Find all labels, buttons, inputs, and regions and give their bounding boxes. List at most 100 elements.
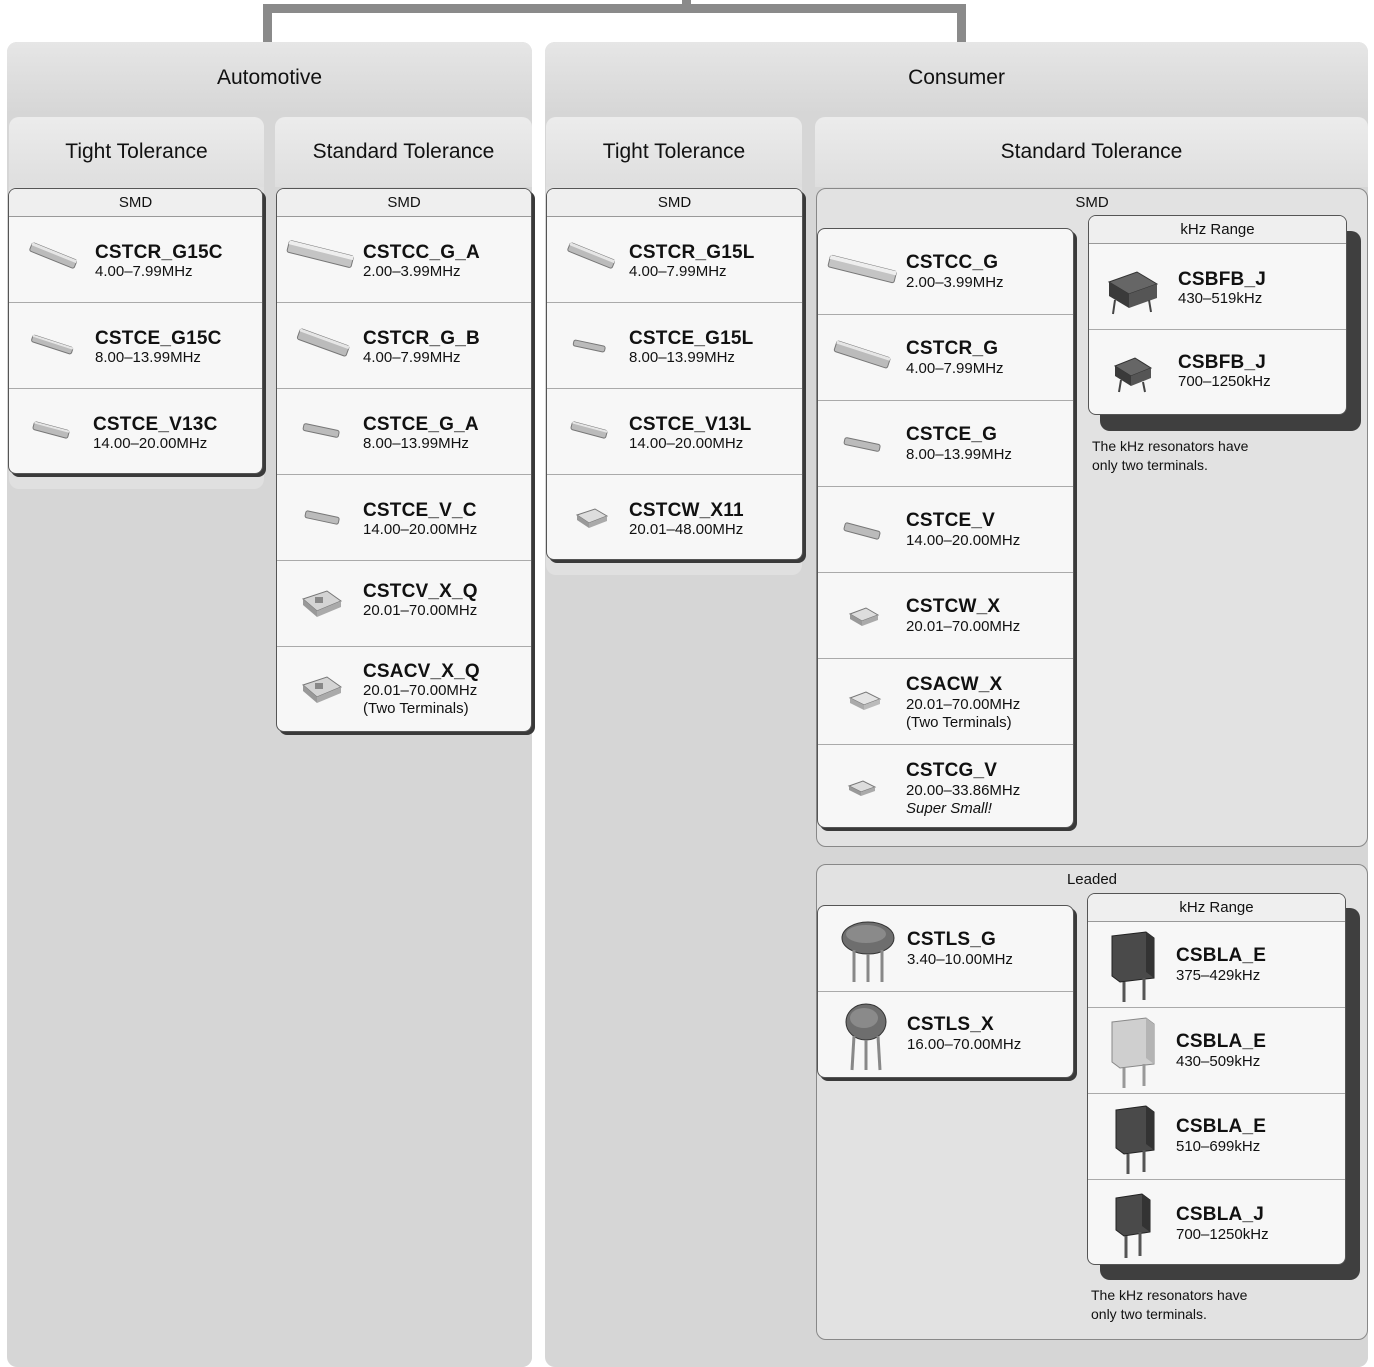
smd-chip-icon bbox=[847, 780, 877, 796]
product-row[interactable]: CSTCR_G15C 4.00–7.99MHz bbox=[9, 217, 262, 303]
product-name: CSACV_X_Q bbox=[363, 661, 480, 682]
tree-connector-right bbox=[957, 4, 966, 42]
smd-resonator-icon bbox=[843, 437, 881, 452]
product-note: (Two Terminals) bbox=[906, 714, 1012, 731]
product-frequency: 20.01–70.00MHz bbox=[363, 682, 478, 699]
consumer-tight-smd-card: SMD CSTCR_G15L 4.00–7.99MHz CSTCE_G15L 8… bbox=[546, 188, 803, 560]
automotive-standard-title: Standard Tolerance bbox=[312, 140, 495, 163]
product-frequency: 14.00–20.00MHz bbox=[93, 435, 208, 452]
smd-label: SMD bbox=[547, 189, 802, 217]
product-name: CSTCG_V bbox=[906, 760, 998, 781]
smd-resonator-icon bbox=[286, 240, 354, 268]
product-row[interactable]: CSTCE_V13C 14.00–20.00MHz bbox=[9, 389, 262, 473]
product-row[interactable]: CSTCC_G 2.00–3.99MHz bbox=[818, 229, 1073, 315]
product-row[interactable]: CSTCE_G_A 8.00–13.99MHz bbox=[277, 389, 531, 475]
smd-resonator-icon bbox=[570, 421, 608, 439]
product-frequency: 510–699kHz bbox=[1176, 1138, 1261, 1155]
tree-connector-left bbox=[263, 4, 272, 42]
product-name: CSBFB_J bbox=[1178, 352, 1266, 373]
consumer-standard-smd-card: CSTCC_G 2.00–3.99MHz CSTCR_G 4.00–7.99MH… bbox=[817, 228, 1074, 828]
product-row[interactable]: CSTCW_X11 20.01–48.00MHz bbox=[547, 475, 802, 559]
product-row[interactable]: CSTLS_G 3.40–10.00MHz bbox=[818, 906, 1073, 992]
khz-note: The kHz resonators have only two termina… bbox=[1091, 1286, 1247, 1324]
product-name: CSTCC_G bbox=[906, 252, 999, 273]
product-name: CSTCC_G_A bbox=[363, 242, 480, 263]
smd-resonator-icon bbox=[302, 423, 340, 438]
product-row[interactable]: CSTCE_V 14.00–20.00MHz bbox=[818, 487, 1073, 573]
product-row[interactable]: CSTCE_G15C 8.00–13.99MHz bbox=[9, 303, 262, 389]
product-name: CSTCE_V13C bbox=[93, 414, 218, 435]
automotive-tight-header: Tight Tolerance bbox=[9, 117, 264, 187]
product-row[interactable]: CSTCE_G15L 8.00–13.99MHz bbox=[547, 303, 802, 389]
leaded-resonator-icon bbox=[845, 1003, 887, 1071]
product-frequency: 2.00–3.99MHz bbox=[363, 263, 461, 280]
product-row[interactable]: CSTCG_V 20.00–33.86MHz Super Small! bbox=[818, 745, 1073, 827]
khz-range-label: kHz Range bbox=[1089, 216, 1346, 244]
product-frequency: 8.00–13.99MHz bbox=[906, 446, 1012, 463]
product-frequency: 14.00–20.00MHz bbox=[629, 435, 744, 452]
automotive-title: Automotive bbox=[216, 66, 323, 89]
product-frequency: 8.00–13.99MHz bbox=[363, 435, 469, 452]
automotive-tight-title: Tight Tolerance bbox=[65, 140, 208, 163]
product-row[interactable]: CSBLA_E 510–699kHz bbox=[1088, 1094, 1345, 1180]
product-frequency: 430–509kHz bbox=[1176, 1053, 1261, 1070]
product-row[interactable]: CSTCE_V13L 14.00–20.00MHz bbox=[547, 389, 802, 475]
product-name: CSTCR_G bbox=[906, 338, 999, 359]
product-row[interactable]: CSBLA_E 375–429kHz bbox=[1088, 922, 1345, 1008]
product-name: CSBLA_E bbox=[1176, 1116, 1267, 1137]
product-row[interactable]: CSBFB_J 430–519kHz bbox=[1089, 244, 1346, 330]
product-row[interactable]: CSTCC_G_A 2.00–3.99MHz bbox=[277, 217, 531, 303]
product-row[interactable]: CSTCR_G_B 4.00–7.99MHz bbox=[277, 303, 531, 389]
product-row[interactable]: CSACV_X_Q 20.01–70.00MHz (Two Terminals) bbox=[277, 647, 531, 731]
product-note: (Two Terminals) bbox=[363, 700, 469, 717]
khz-smd-resonator-icon bbox=[1113, 357, 1153, 393]
product-frequency: 16.00–70.00MHz bbox=[907, 1036, 1022, 1053]
product-row[interactable]: CSTCE_V_C 14.00–20.00MHz bbox=[277, 475, 531, 561]
product-frequency: 20.01–70.00MHz bbox=[363, 602, 478, 619]
product-row[interactable]: CSBLA_J 700–1250kHz bbox=[1088, 1180, 1345, 1264]
khz-leaded-resonator-icon bbox=[1111, 1017, 1155, 1088]
product-row[interactable]: CSBFB_J 700–1250kHz bbox=[1089, 330, 1346, 414]
product-name: CSACW_X bbox=[906, 674, 1003, 695]
smd-resonator-icon bbox=[32, 421, 70, 439]
smd-resonator-icon bbox=[304, 510, 340, 525]
product-frequency: 375–429kHz bbox=[1176, 967, 1261, 984]
product-row[interactable]: CSBLA_E 430–509kHz bbox=[1088, 1008, 1345, 1094]
smd-label: SMD bbox=[1075, 194, 1109, 211]
consumer-tight-header: Tight Tolerance bbox=[546, 117, 802, 187]
consumer-title: Consumer bbox=[908, 66, 1005, 89]
smd-resonator-icon bbox=[29, 242, 78, 269]
khz-range-label: kHz Range bbox=[1088, 894, 1345, 922]
product-name: CSTCE_G bbox=[906, 424, 998, 445]
product-name: CSTCE_V_C bbox=[363, 500, 477, 521]
product-name: CSTCE_G15C bbox=[95, 328, 222, 349]
product-row[interactable]: CSACW_X 20.01–70.00MHz (Two Terminals) bbox=[818, 659, 1073, 745]
product-frequency: 20.01–70.00MHz bbox=[906, 696, 1021, 713]
product-row[interactable]: CSTCW_X 20.01–70.00MHz bbox=[818, 573, 1073, 659]
smd-resonator-icon bbox=[296, 328, 350, 357]
product-name: CSBLA_E bbox=[1176, 945, 1267, 966]
product-name: CSBLA_J bbox=[1176, 1204, 1264, 1225]
product-frequency: 14.00–20.00MHz bbox=[363, 521, 478, 538]
product-frequency: 8.00–13.99MHz bbox=[95, 349, 201, 366]
product-row[interactable]: CSTCV_X_Q 20.01–70.00MHz bbox=[277, 561, 531, 647]
product-frequency: 700–1250kHz bbox=[1178, 373, 1271, 390]
consumer-header: Consumer bbox=[545, 42, 1368, 114]
smd-chip-icon bbox=[575, 508, 609, 528]
product-frequency: 3.40–10.00MHz bbox=[907, 951, 1013, 968]
product-frequency: 20.01–48.00MHz bbox=[629, 521, 744, 538]
product-note: Super Small! bbox=[906, 800, 992, 817]
product-row[interactable]: CSTCR_G15L 4.00–7.99MHz bbox=[547, 217, 802, 303]
product-name: CSTCE_G_A bbox=[363, 414, 479, 435]
smd-chip-icon bbox=[302, 590, 343, 617]
product-row[interactable]: CSTCE_G 8.00–13.99MHz bbox=[818, 401, 1073, 487]
product-frequency: 4.00–7.99MHz bbox=[363, 349, 461, 366]
product-row[interactable]: CSTLS_X 16.00–70.00MHz bbox=[818, 992, 1073, 1077]
smd-label: SMD bbox=[9, 189, 262, 217]
smd-khz-card: kHz Range CSBFB_J 430–519kHz CSBFB_J 700… bbox=[1088, 215, 1347, 415]
khz-leaded-resonator-icon bbox=[1115, 1105, 1155, 1174]
product-row[interactable]: CSTCR_G 4.00–7.99MHz bbox=[818, 315, 1073, 401]
smd-resonator-icon bbox=[843, 522, 881, 540]
consumer-standard-header: Standard Tolerance bbox=[815, 117, 1368, 187]
leaded-card: CSTLS_G 3.40–10.00MHz CSTLS_X 16.00–70.0… bbox=[817, 905, 1074, 1078]
